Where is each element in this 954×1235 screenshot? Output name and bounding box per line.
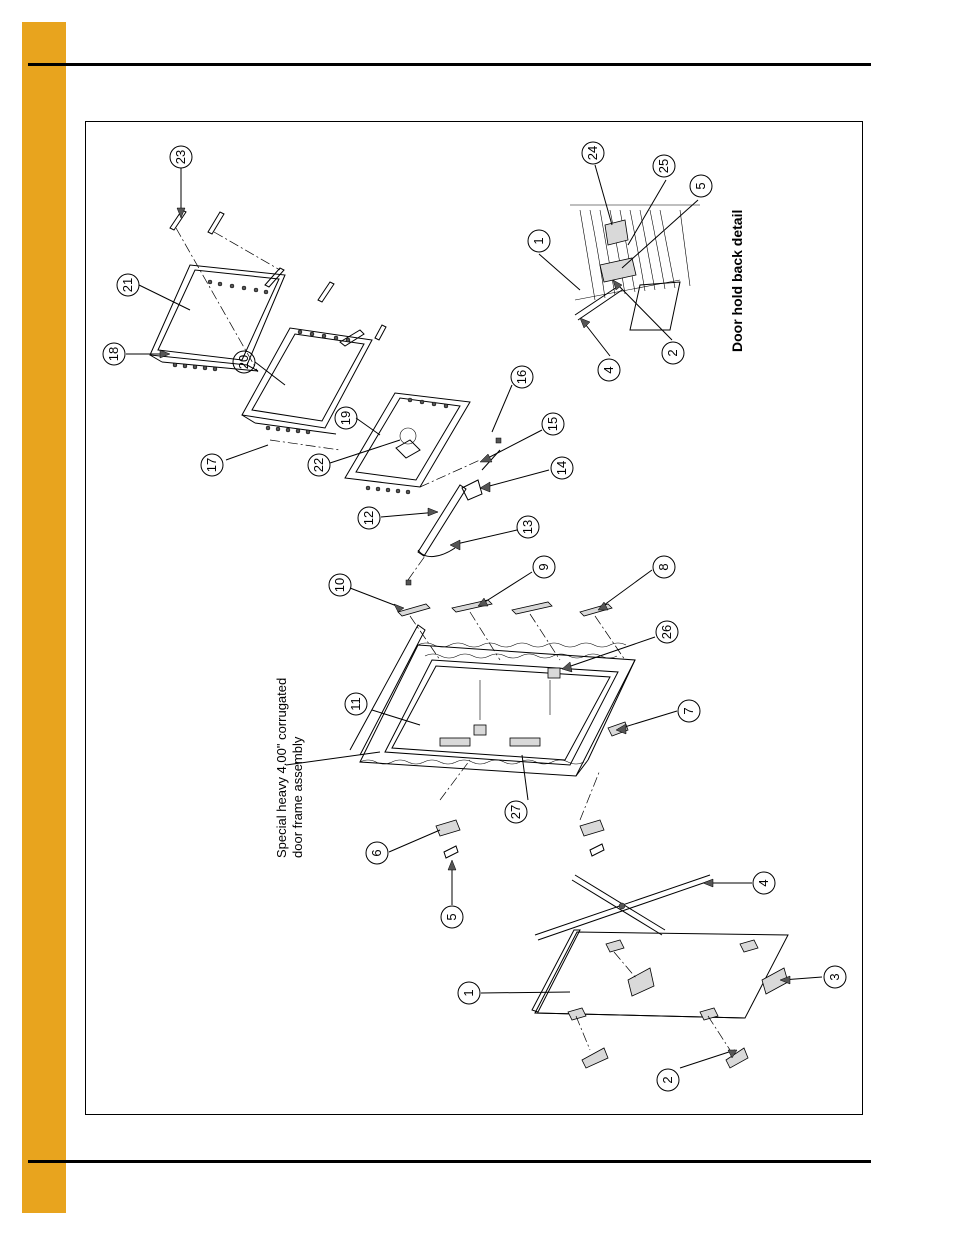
callout-27: 27 [508, 805, 523, 819]
callout-23: 23 [173, 150, 188, 164]
callout-25: 25 [656, 159, 671, 173]
detail-title: Door hold back detail [729, 210, 745, 352]
callout-2-detail: 2 [665, 349, 680, 356]
callout-5: 5 [444, 913, 459, 920]
callout-2: 2 [660, 1076, 675, 1083]
callout-6: 6 [369, 849, 384, 856]
callout-26: 26 [659, 625, 674, 639]
callout-7: 7 [681, 707, 696, 714]
callout-19: 19 [338, 411, 353, 425]
callout-4: 4 [756, 879, 771, 886]
callout-21: 21 [120, 278, 135, 292]
hold-back-bars [534, 874, 713, 941]
door-hold-back-detail [570, 204, 700, 331]
header-rule [28, 63, 871, 66]
corrugated-door-frame [349, 624, 636, 821]
callout-12: 12 [361, 511, 376, 525]
diagram-artwork: 23 21 18 20 19 22 17 12 16 15 14 13 10 9… [102, 141, 847, 1092]
part-19-frame [344, 392, 481, 495]
part-21-frame [149, 264, 286, 372]
part-23-brackets [169, 209, 335, 373]
callout-24: 24 [585, 146, 600, 160]
parts-5-6-brackets [435, 819, 605, 859]
callout-3: 3 [827, 973, 842, 980]
callout-8: 8 [656, 563, 671, 570]
callout-22: 22 [311, 458, 326, 472]
side-color-tab [22, 22, 66, 1213]
drawing-border [85, 121, 863, 1115]
callout-11: 11 [348, 697, 363, 711]
callout-4-detail: 4 [601, 366, 616, 373]
frame-assembly-note-line2: door frame assembly [290, 736, 305, 858]
leader-lines [126, 164, 823, 1069]
callout-18: 18 [106, 347, 121, 361]
callout-13: 13 [520, 520, 535, 534]
part-20-frame [241, 324, 387, 451]
diagram-notes: Special heavy 4.00" corrugated door fram… [274, 210, 745, 858]
footer-rule [28, 1160, 871, 1163]
callout-20: 20 [236, 355, 251, 369]
callout-14: 14 [554, 461, 569, 475]
callout-15: 15 [545, 417, 560, 431]
callout-circles [102, 141, 847, 1092]
callout-10: 10 [332, 578, 347, 592]
callout-9: 9 [536, 563, 551, 570]
callout-labels: 23 21 18 20 19 22 17 12 16 15 14 13 10 9… [106, 146, 842, 1084]
callout-1-detail: 1 [531, 237, 546, 244]
callout-5-detail: 5 [693, 182, 708, 189]
callout-1: 1 [461, 989, 476, 996]
door-panel [531, 929, 789, 1069]
callout-16: 16 [514, 370, 529, 384]
frame-assembly-note-line1: Special heavy 4.00" corrugated [274, 678, 289, 858]
callout-17: 17 [204, 458, 219, 472]
